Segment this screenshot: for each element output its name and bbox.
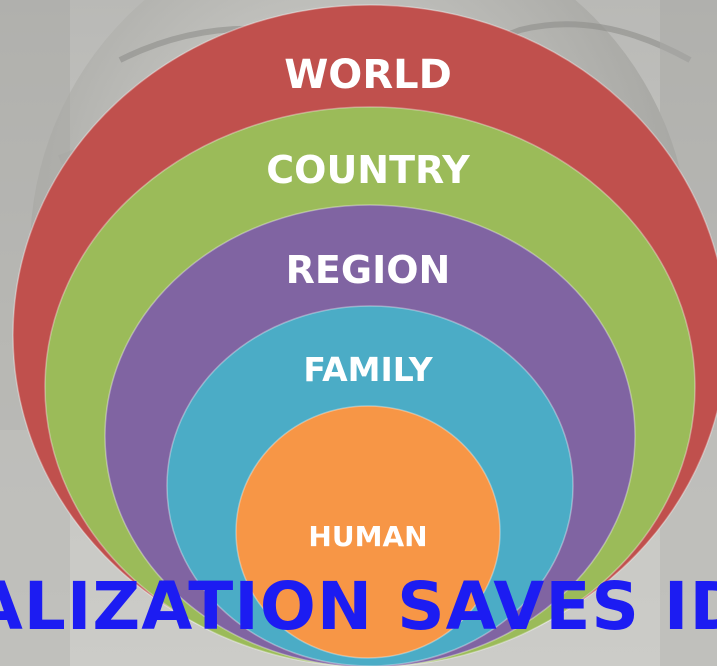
human-circle xyxy=(235,405,501,659)
banner: ALIZATION SAVES ID xyxy=(0,568,717,658)
family-label: FAMILY xyxy=(303,350,433,389)
region-label: REGION xyxy=(286,248,451,292)
human-label: HUMAN xyxy=(308,520,427,553)
country-label: COUNTRY xyxy=(266,148,470,192)
banner-text: ALIZATION SAVES ID xyxy=(0,568,717,645)
world-label: WORLD xyxy=(284,52,452,98)
